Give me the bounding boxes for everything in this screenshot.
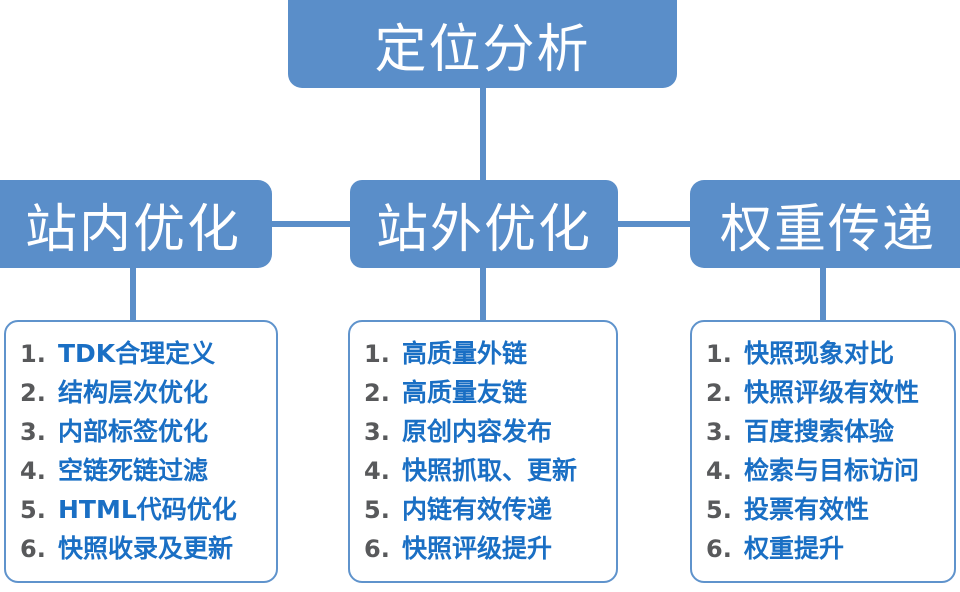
list-item[interactable]: 4. 快照抓取、更新 xyxy=(364,451,606,490)
list-item-label: 内部标签优化 xyxy=(58,417,209,446)
list-item-number: 5. xyxy=(20,496,46,524)
list-item-number: 1. xyxy=(706,340,732,368)
connector-root-to-center xyxy=(480,86,486,182)
list-item-number: 2. xyxy=(364,379,390,407)
list-item-label: 快照评级提升 xyxy=(402,534,553,563)
connector-branch-center-to-list xyxy=(480,266,486,322)
connector-branch-left-to-list xyxy=(130,266,136,322)
list-item-number: 2. xyxy=(20,379,46,407)
branch-node-label: 权重传递 xyxy=(719,199,936,260)
list-item[interactable]: 6. 快照收录及更新 xyxy=(20,529,266,568)
list-item-label: 百度搜索体验 xyxy=(744,417,895,446)
list-item-label: 快照收录及更新 xyxy=(58,534,234,563)
list-item[interactable]: 6. 权重提升 xyxy=(706,529,944,568)
list-item[interactable]: 5. 投票有效性 xyxy=(706,490,944,529)
list-item-number: 6. xyxy=(706,535,732,563)
list-item-number: 5. xyxy=(706,496,732,524)
list-item[interactable]: 3. 内部标签优化 xyxy=(20,412,266,451)
list-item-label: 检索与目标访问 xyxy=(744,456,920,485)
list-item-number: 2. xyxy=(706,379,732,407)
list-item-number: 1. xyxy=(20,340,46,368)
root-node[interactable]: 定位分析 xyxy=(288,0,677,88)
list: 1. 高质量外链 2. 高质量友链 3. 原创内容发布 4. 快照抓取、更新 5… xyxy=(364,334,606,568)
connector-left-to-center xyxy=(270,221,352,227)
list-item-number: 3. xyxy=(364,418,390,446)
list-item[interactable]: 2. 快照评级有效性 xyxy=(706,373,944,412)
list-item-number: 4. xyxy=(706,457,732,485)
list-box-nei-you-hua: 1. TDK合理定义 2. 结构层次优化 3. 内部标签优化 4. 空链死链过滤… xyxy=(4,320,278,583)
list-box-wai-you-hua: 1. 高质量外链 2. 高质量友链 3. 原创内容发布 4. 快照抓取、更新 5… xyxy=(348,320,618,583)
list-item-label: 快照抓取、更新 xyxy=(402,456,578,485)
list-item-number: 3. xyxy=(20,418,46,446)
root-node-label: 定位分析 xyxy=(374,19,591,80)
list-item-label: 快照评级有效性 xyxy=(744,378,920,407)
list-item[interactable]: 3. 百度搜索体验 xyxy=(706,412,944,451)
list-item[interactable]: 2. 高质量友链 xyxy=(364,373,606,412)
list-item[interactable]: 6. 快照评级提升 xyxy=(364,529,606,568)
list-item-number: 3. xyxy=(706,418,732,446)
list-item-label: 空链死链过滤 xyxy=(58,456,209,485)
list-item-number: 6. xyxy=(364,535,390,563)
list-item[interactable]: 5. HTML代码优化 xyxy=(20,490,266,529)
list-item[interactable]: 1. TDK合理定义 xyxy=(20,334,266,373)
connector-branch-right-to-list xyxy=(820,266,826,322)
list-item-label: 权重提升 xyxy=(744,534,845,563)
list: 1. 快照现象对比 2. 快照评级有效性 3. 百度搜索体验 4. 检索与目标访… xyxy=(706,334,944,568)
list-item[interactable]: 5. 内链有效传递 xyxy=(364,490,606,529)
branch-node-nei-you-hua[interactable]: 站内优化 xyxy=(0,180,272,268)
branch-node-wai-you-hua[interactable]: 站外优化 xyxy=(350,180,618,268)
list-item-number: 6. xyxy=(20,535,46,563)
list-item-label: 原创内容发布 xyxy=(402,417,553,446)
list-item[interactable]: 4. 空链死链过滤 xyxy=(20,451,266,490)
list-item-label: 高质量外链 xyxy=(402,339,528,368)
connector-center-to-right xyxy=(616,221,692,227)
list-item-number: 1. xyxy=(364,340,390,368)
list-item-label: 结构层次优化 xyxy=(58,378,209,407)
list-item-number: 5. xyxy=(364,496,390,524)
list-item[interactable]: 1. 高质量外链 xyxy=(364,334,606,373)
list-item[interactable]: 3. 原创内容发布 xyxy=(364,412,606,451)
list-box-quan-zhong-chuan-di: 1. 快照现象对比 2. 快照评级有效性 3. 百度搜索体验 4. 检索与目标访… xyxy=(690,320,956,583)
branch-node-quan-zhong-chuan-di[interactable]: 权重传递 xyxy=(690,180,960,268)
list-item[interactable]: 1. 快照现象对比 xyxy=(706,334,944,373)
list-item-label: 投票有效性 xyxy=(744,495,870,524)
list-item-label: 高质量友链 xyxy=(402,378,528,407)
list-item[interactable]: 2. 结构层次优化 xyxy=(20,373,266,412)
branch-node-label: 站内优化 xyxy=(24,199,241,260)
list-item-number: 4. xyxy=(364,457,390,485)
list-item[interactable]: 4. 检索与目标访问 xyxy=(706,451,944,490)
list-item-label: 快照现象对比 xyxy=(744,339,895,368)
branch-node-label: 站外优化 xyxy=(375,199,592,260)
list: 1. TDK合理定义 2. 结构层次优化 3. 内部标签优化 4. 空链死链过滤… xyxy=(20,334,266,568)
list-item-number: 4. xyxy=(20,457,46,485)
list-item-label: HTML代码优化 xyxy=(58,495,237,524)
list-item-label: TDK合理定义 xyxy=(58,339,216,368)
list-item-label: 内链有效传递 xyxy=(402,495,553,524)
